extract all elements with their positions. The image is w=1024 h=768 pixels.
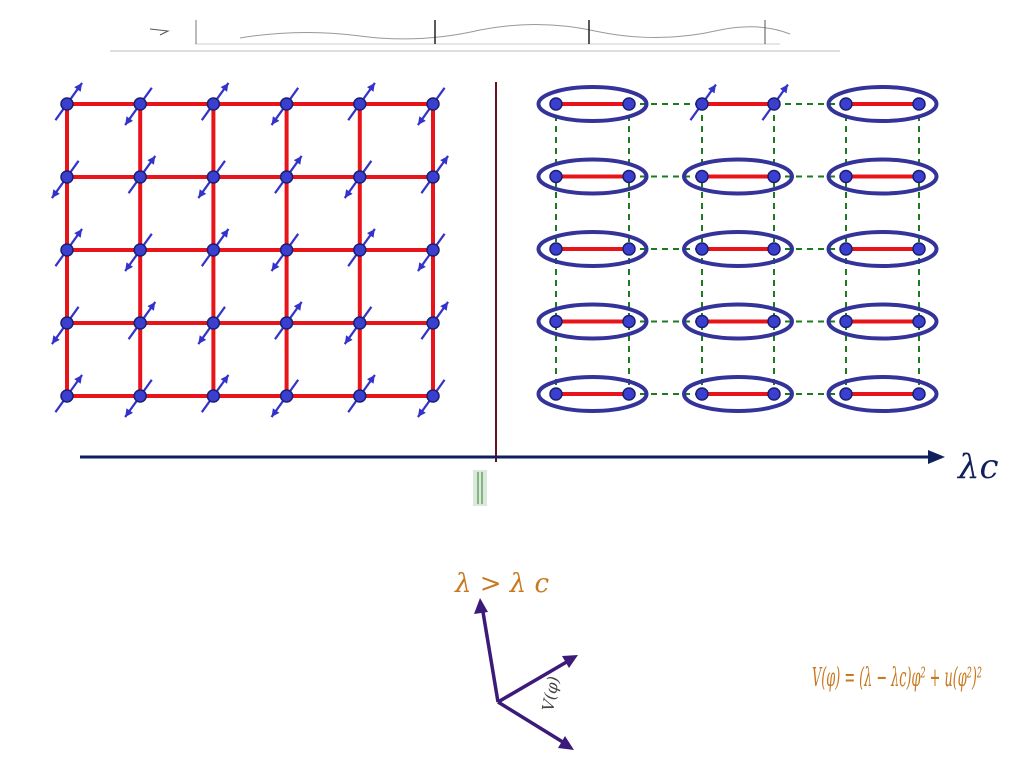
lattice-site: [61, 171, 73, 183]
lattice-site: [281, 171, 293, 183]
lattice-site: [768, 98, 780, 110]
lattice-site: [354, 244, 366, 256]
lattice-site: [207, 98, 219, 110]
lattice-site: [134, 390, 146, 402]
lattice-site: [840, 243, 852, 255]
vertical-vector: [482, 606, 498, 702]
lattice-site: [840, 98, 852, 110]
potential-panel: λ > λ c V(φ) V(φ) = (λ − λc)φ² + u(φ²)²: [454, 569, 982, 750]
lattice-site: [207, 171, 219, 183]
lattice-site: [840, 388, 852, 400]
lattice-site: [207, 390, 219, 402]
lattice-site: [623, 171, 635, 183]
lattice-site: [768, 171, 780, 183]
header-strip: [110, 20, 840, 51]
lattice-site: [696, 98, 708, 110]
lattice-site: [61, 244, 73, 256]
lattice-site: [623, 98, 635, 110]
lattice-site: [913, 243, 925, 255]
condition-label: λ > λ c: [454, 569, 550, 599]
lattice-site: [840, 316, 852, 328]
lower-right-arrow-icon: [558, 736, 574, 750]
axis-arrow-icon: [928, 450, 945, 464]
lattice-site: [550, 316, 562, 328]
lattice-site: [768, 388, 780, 400]
lattice-site: [623, 316, 635, 328]
lattice-site: [768, 316, 780, 328]
lattice-site: [134, 98, 146, 110]
axis-label: λc: [956, 447, 999, 487]
lattice-site: [696, 316, 708, 328]
lattice-site: [354, 98, 366, 110]
lattice-site: [427, 244, 439, 256]
lattice-site: [913, 316, 925, 328]
antiferromagnet-lattice: [52, 83, 448, 417]
lattice-site: [550, 171, 562, 183]
lattice-site: [913, 98, 925, 110]
lattice-site: [207, 317, 219, 329]
vertical-arrow-icon: [474, 598, 488, 614]
lattice-site: [61, 390, 73, 402]
lattice-site: [696, 243, 708, 255]
lattice-site: [207, 244, 219, 256]
lattice-site: [61, 98, 73, 110]
lattice-site: [913, 171, 925, 183]
lattice-site: [281, 98, 293, 110]
lattice-site: [61, 317, 73, 329]
potential-formula: V(φ) = (λ − λc)φ² + u(φ²)²: [812, 663, 982, 693]
dimer-lattice: [539, 85, 937, 411]
critical-point-label: [473, 470, 487, 506]
lattice-site: [550, 388, 562, 400]
lattice-site: [623, 388, 635, 400]
lattice-site: [354, 317, 366, 329]
lattice-site: [427, 390, 439, 402]
lattice-site: [696, 388, 708, 400]
lattice-site: [281, 244, 293, 256]
lattice-site: [281, 317, 293, 329]
lattice-site: [354, 390, 366, 402]
lattice-site: [768, 243, 780, 255]
lattice-site: [427, 317, 439, 329]
lattice-site: [427, 98, 439, 110]
lattice-site: [696, 171, 708, 183]
lattice-site: [427, 171, 439, 183]
lattice-site: [840, 171, 852, 183]
lattice-site: [913, 388, 925, 400]
vector-label: V(φ): [538, 675, 563, 713]
lattice-site: [550, 243, 562, 255]
lattice-site: [550, 98, 562, 110]
lattice-site: [354, 171, 366, 183]
lattice-site: [134, 171, 146, 183]
coupling-axis: λc: [80, 447, 999, 487]
lattice-site: [134, 244, 146, 256]
lattice-site: [623, 243, 635, 255]
lattice-site: [134, 317, 146, 329]
lattice-site: [281, 390, 293, 402]
